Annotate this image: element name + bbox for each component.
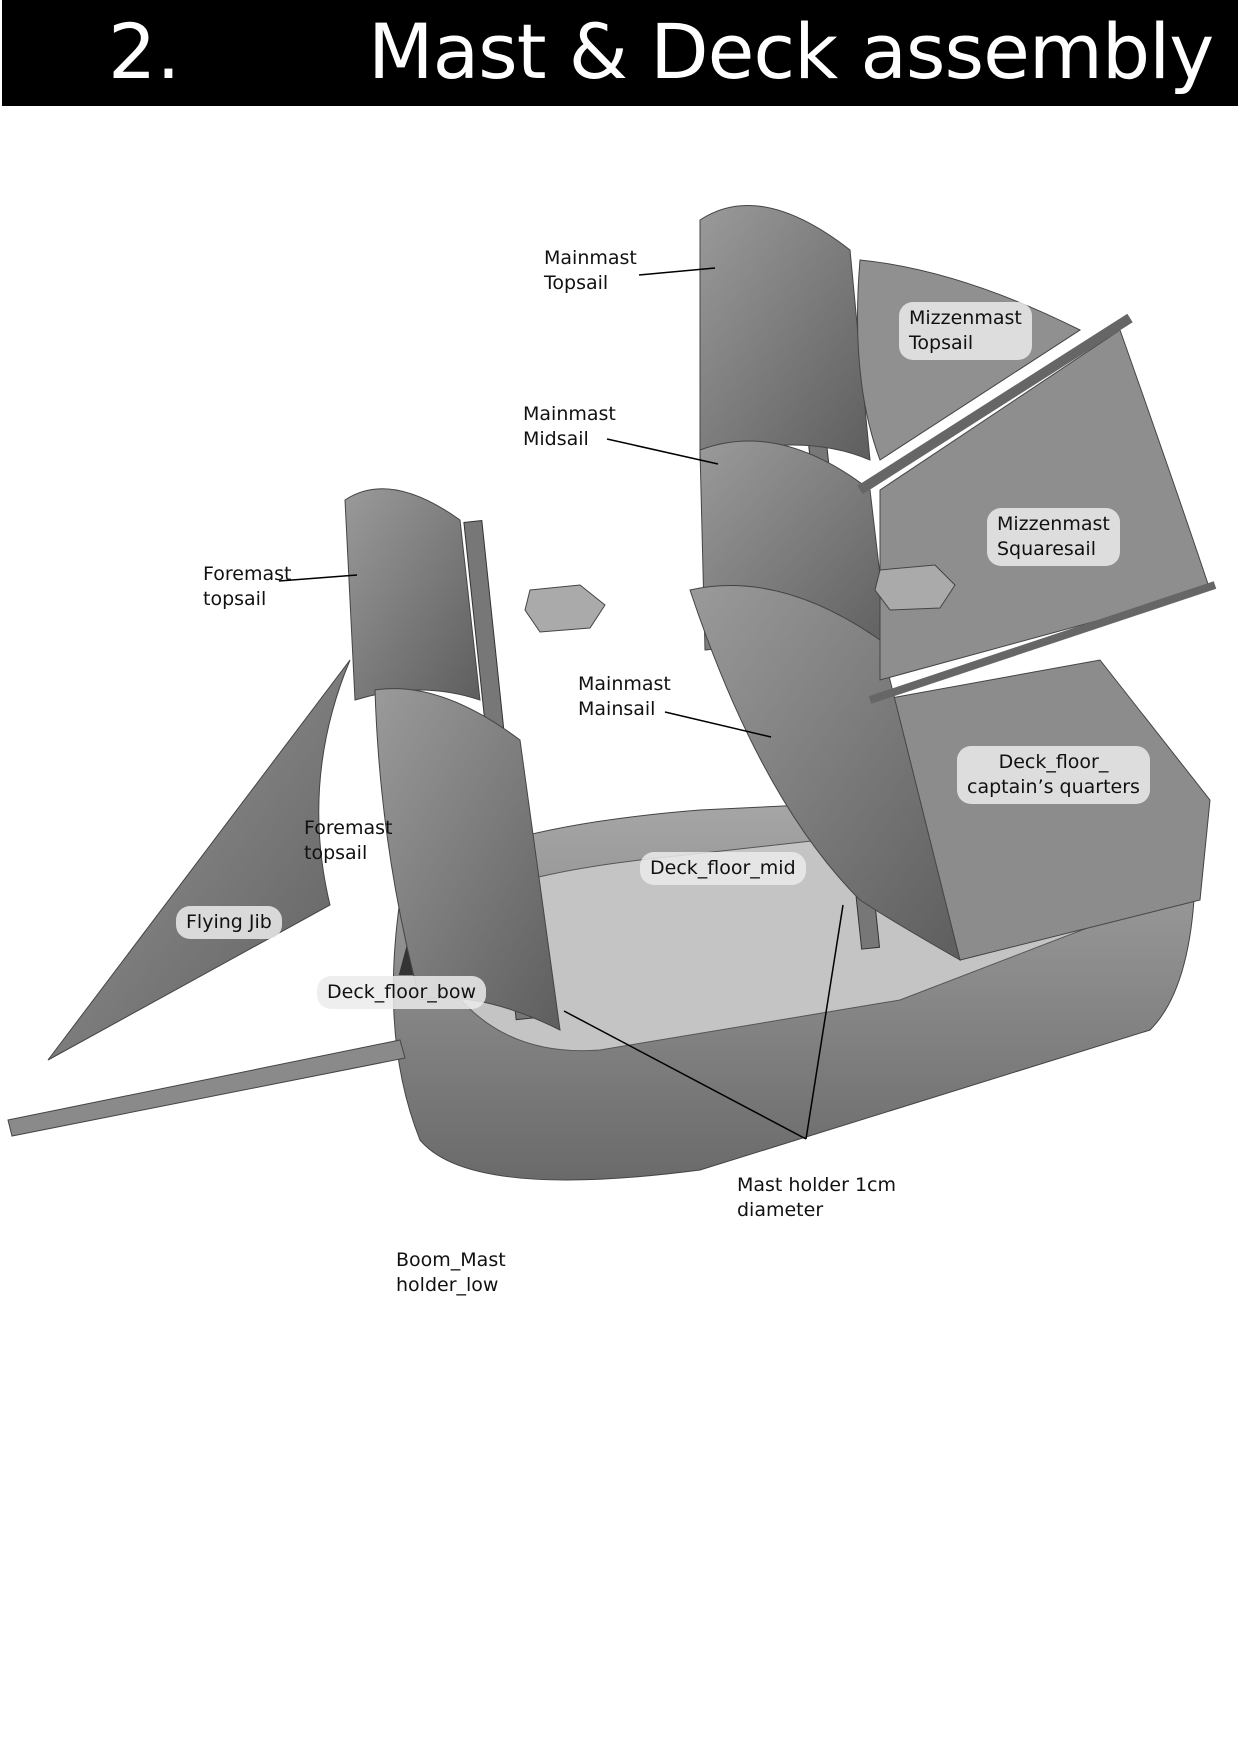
- label-deck-floor-mid: Deck_floor_mid: [640, 852, 806, 885]
- label-deck-floor-captains-quarters: Deck_floor_ captain’s quarters: [957, 746, 1150, 804]
- label-boom-mast-holder: Boom_Mast holder_low: [396, 1249, 506, 1296]
- foremast-top-platform: [524, 584, 606, 633]
- leader-lines: [278, 267, 844, 1140]
- mizzenmast-squaresail-sail: [879, 329, 1211, 681]
- foremast-topsail-sail: [344, 488, 481, 701]
- label-mainmast-midsail: Mainmast Midsail: [523, 403, 616, 450]
- label-mizzenmast-topsail: Mizzenmast Topsail: [899, 302, 1032, 360]
- mainmast-mainsail-sail: [689, 585, 961, 962]
- label-flying-jib: Flying Jib: [176, 906, 282, 939]
- label-mast-holder: Mast holder 1cm diameter: [737, 1174, 897, 1221]
- label-mainmast-mainsail: Mainmast Mainsail: [578, 673, 671, 720]
- label-mizzenmast-squaresail: Mizzenmast Squaresail: [987, 508, 1120, 566]
- bowsprit: [7, 1039, 406, 1137]
- page-header: 2. Mast & Deck assembly: [2, 0, 1238, 106]
- mainmast-top-platform: [874, 564, 956, 611]
- flying-jib-sail: [47, 659, 351, 1061]
- label-foremast-topsail-lower: Foremast topsail: [304, 817, 393, 864]
- label-foremast-topsail: Foremast topsail: [203, 563, 292, 610]
- page-title: Mast & Deck assembly: [368, 7, 1214, 96]
- label-deck-floor-bow: Deck_floor_bow: [317, 976, 487, 1009]
- mainmast-topsail-sail: [699, 204, 871, 461]
- step-number: 2.: [108, 7, 181, 96]
- label-mainmast-topsail: Mainmast Topsail: [544, 247, 637, 294]
